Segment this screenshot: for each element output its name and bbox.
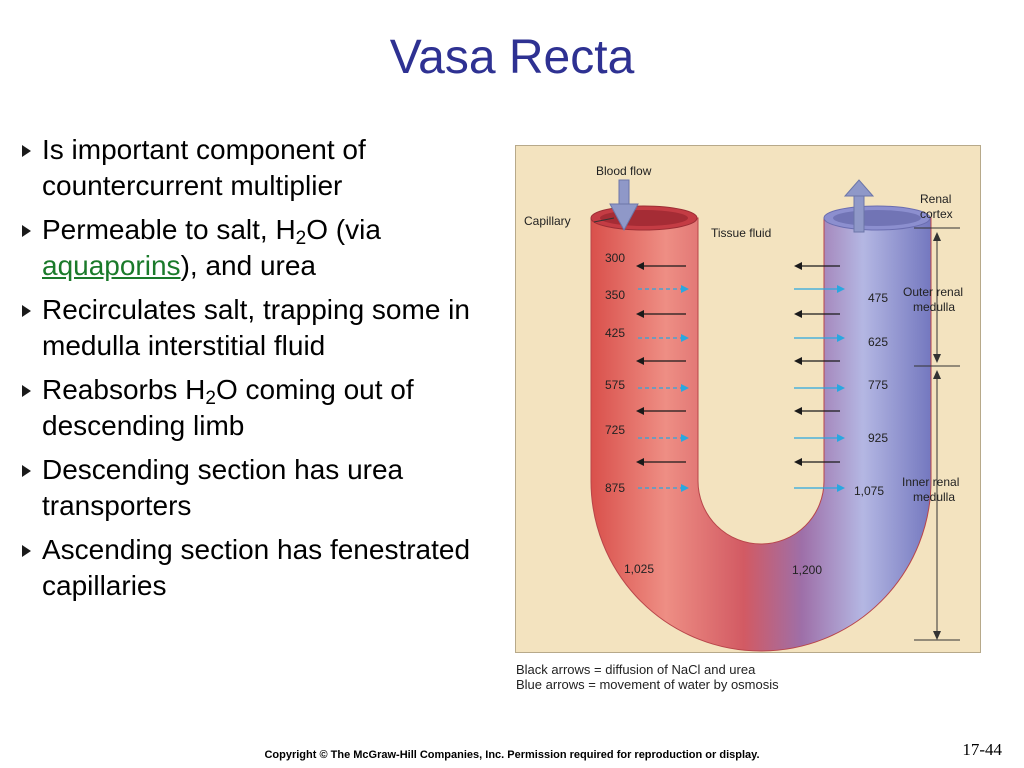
- water-arrowhead-icon: [837, 285, 845, 293]
- outer-medulla-label-2: medulla: [913, 300, 955, 314]
- bullet-arrow-icon: [22, 465, 31, 477]
- nacl-arrowhead-icon: [636, 262, 644, 270]
- bullet-arrow-icon: [22, 545, 31, 557]
- slide-title: Vasa Recta: [389, 31, 635, 84]
- water-arrowhead-icon: [681, 484, 689, 492]
- water-arrowhead-icon: [837, 484, 845, 492]
- bullet-text-part: O coming out of descending limb: [42, 374, 414, 441]
- subscript: 2: [295, 228, 307, 249]
- bullet-text: Is important component of countercurrent…: [42, 134, 366, 201]
- nacl-arrowhead-icon: [794, 310, 802, 318]
- nacl-arrowhead-icon: [794, 262, 802, 270]
- water-arrowhead-icon: [837, 434, 845, 442]
- inner-medulla-label-1: Inner renal: [902, 475, 959, 489]
- ascending-opening-inner: [833, 210, 921, 226]
- water-arrowhead-icon: [681, 434, 689, 442]
- descending-value: 875: [605, 481, 625, 495]
- bullet-text: Ascending section has fenestrated capill…: [42, 534, 471, 601]
- ascending-value: 1,200: [792, 563, 822, 577]
- renal-cortex-label-1: Renal: [920, 192, 951, 206]
- renal-cortex-label-2: cortex: [920, 207, 953, 221]
- water-arrowhead-icon: [681, 384, 689, 392]
- bullet-item: Ascending section has fenestrated capill…: [20, 532, 480, 604]
- blood-flow-out-arrow-icon: [843, 179, 875, 233]
- vasa-recta-tube: [590, 217, 932, 652]
- page-number: 17-44: [962, 740, 1002, 759]
- bullet-text-part: O (via: [306, 214, 381, 245]
- bullet-list: Is important component of countercurrent…: [20, 132, 480, 612]
- water-arrowhead-icon: [837, 334, 845, 342]
- bullet-text-part: ), and urea: [180, 250, 316, 281]
- nacl-arrowhead-icon: [794, 458, 802, 466]
- blood-flow-label: Blood flow: [596, 164, 652, 178]
- capillary-label: Capillary: [524, 214, 571, 228]
- nacl-arrowhead-icon: [794, 407, 802, 415]
- bullet-item: Reabsorbs H2O coming out of descending l…: [20, 372, 480, 444]
- nacl-arrowhead-icon: [636, 407, 644, 415]
- ascending-value: 775: [868, 378, 888, 392]
- bullet-arrow-icon: [22, 385, 31, 397]
- outer-medulla-arrow-up-icon: [933, 232, 941, 241]
- inner-medulla-arrow-down-icon: [933, 631, 941, 640]
- aquaporins-link[interactable]: aquaporins: [42, 250, 181, 281]
- outer-medulla-label-1: Outer renal: [903, 285, 963, 299]
- diagram-svg: Blood flow Capillary Tissue fluid Renal …: [524, 164, 963, 652]
- inner-medulla-label-2: medulla: [913, 490, 955, 504]
- subscript: 2: [205, 388, 216, 409]
- bullet-text: Descending section has urea transporters: [42, 454, 404, 521]
- nacl-arrowhead-icon: [794, 357, 802, 365]
- bullet-text: Recirculates salt, trapping some in medu…: [42, 294, 470, 361]
- ascending-value: 1,075: [854, 484, 884, 498]
- descending-value: 425: [605, 326, 625, 340]
- descending-value: 300: [605, 251, 625, 265]
- bullet-item: Descending section has urea transporters: [20, 452, 480, 524]
- water-arrowhead-icon: [681, 285, 689, 293]
- bullet-item: Recirculates salt, trapping some in medu…: [20, 292, 480, 364]
- caption-line-blue-arrows: Blue arrows = movement of water by osmos…: [516, 677, 779, 692]
- outer-medulla-arrow-down-icon: [933, 354, 941, 363]
- bullet-item: Is important component of countercurrent…: [20, 132, 480, 204]
- bullet-text-part: Permeable to salt, H: [42, 214, 296, 245]
- capillary-pointer: [593, 217, 615, 223]
- ascending-value: 925: [868, 431, 888, 445]
- inner-medulla-arrow-up-icon: [933, 370, 941, 379]
- figure-caption: Black arrows = diffusion of NaCl and ure…: [516, 662, 779, 692]
- nacl-arrowhead-icon: [636, 458, 644, 466]
- descending-value: 575: [605, 378, 625, 392]
- ascending-value: 475: [868, 291, 888, 305]
- bullet-arrow-icon: [22, 305, 31, 317]
- vasa-recta-diagram: Blood flow Capillary Tissue fluid Renal …: [515, 145, 981, 653]
- descending-value: 725: [605, 423, 625, 437]
- water-arrowhead-icon: [837, 384, 845, 392]
- nacl-arrowhead-icon: [636, 357, 644, 365]
- water-arrowhead-icon: [681, 334, 689, 342]
- descending-value: 350: [605, 288, 625, 302]
- ascending-value: 625: [868, 335, 888, 349]
- bullet-item: Permeable to salt, H2O (via aquaporins),…: [20, 212, 480, 284]
- nacl-arrowhead-icon: [636, 310, 644, 318]
- descending-value: 1,025: [624, 562, 654, 576]
- copyright-notice: Copyright © The McGraw-Hill Companies, I…: [264, 749, 760, 761]
- blood-flow-in-arrow-icon: [609, 179, 639, 232]
- bullet-text-part: Reabsorbs H: [42, 374, 206, 405]
- tissue-fluid-label: Tissue fluid: [711, 226, 771, 240]
- bullet-arrow-icon: [22, 145, 31, 157]
- bullet-arrow-icon: [22, 225, 31, 237]
- caption-line-black-arrows: Black arrows = diffusion of NaCl and ure…: [516, 662, 756, 677]
